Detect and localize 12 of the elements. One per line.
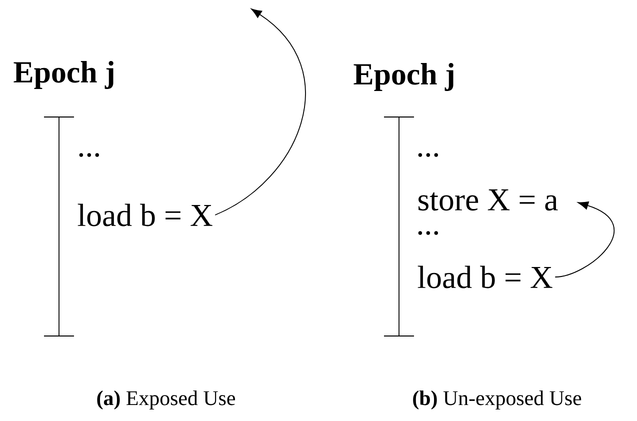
epoch-heading: Epoch j: [14, 61, 114, 89]
caption: (a) Exposed Use: [97, 390, 235, 410]
caption: (b) Un-exposed Use: [413, 390, 582, 410]
epoch-heading: Epoch j: [354, 63, 454, 91]
ellipsis: ...: [418, 231, 438, 235]
ellipsis: ...: [79, 153, 100, 157]
ellipsis: ...: [418, 153, 438, 157]
code-line: load b = X: [78, 204, 212, 226]
arrow: [554, 201, 614, 278]
arrow: [214, 8, 306, 216]
code-line: store X = a: [418, 189, 558, 211]
code-line: load b = X: [418, 266, 552, 288]
